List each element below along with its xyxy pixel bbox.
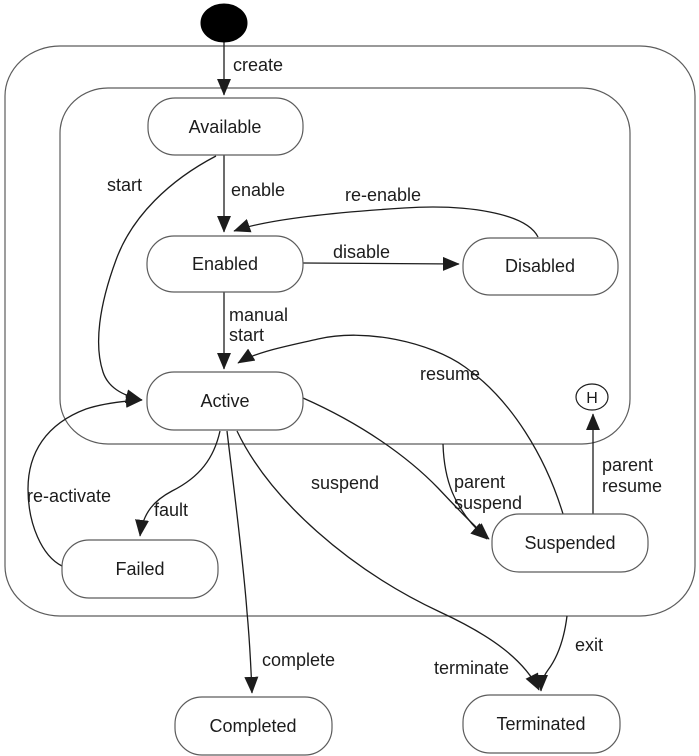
label-fault: fault: [154, 500, 188, 520]
inner-composite-state: [59, 87, 631, 445]
transition-exit-path: [534, 615, 568, 692]
label-start: start: [107, 175, 142, 195]
state-active-box: [146, 371, 304, 431]
outer-composite-state: [4, 45, 696, 617]
transition-fault-path: [135, 430, 221, 537]
label-re-enable: re-enable: [345, 185, 421, 205]
transitions: [27, 42, 600, 694]
state-terminated-box: [462, 694, 621, 754]
state-disabled: Disabled: [462, 237, 619, 296]
transition-disable-path: [302, 256, 460, 271]
label-parent-suspend-line2: suspend: [454, 493, 522, 513]
label-create: create: [233, 55, 283, 75]
transition-parent-suspend-path: [442, 443, 488, 540]
transition-re-enable-path: [233, 206, 539, 238]
label-suspend: suspend: [311, 473, 379, 493]
state-active-label: Active: [200, 391, 249, 411]
state-completed-box: [174, 696, 333, 756]
state-failed-label: Failed: [115, 559, 164, 579]
state-available-box: [147, 97, 304, 156]
state-suspended: Suspended: [491, 513, 649, 573]
initial-state: [200, 3, 248, 43]
label-exit: exit: [575, 635, 603, 655]
transition-suspend-path: [302, 397, 490, 540]
state-enabled-box: [146, 235, 304, 293]
label-parent-suspend-line1: parent: [454, 472, 505, 492]
state-enabled: Enabled: [146, 235, 304, 293]
state-suspended-label: Suspended: [524, 533, 615, 553]
label-parent-resume-line2: resume: [602, 476, 662, 496]
label-manual-start-line1: manual: [229, 305, 288, 325]
state-disabled-box: [462, 237, 619, 296]
state-terminated: Terminated: [462, 694, 621, 754]
state-completed-label: Completed: [209, 716, 296, 736]
state-failed: Failed: [61, 539, 219, 599]
transition-resume-path: [237, 334, 564, 515]
label-parent-resume-line1: parent: [602, 455, 653, 475]
state-active: Active: [146, 371, 304, 431]
label-enable: enable: [231, 180, 285, 200]
state-suspended-box: [491, 513, 649, 573]
label-complete: complete: [262, 650, 335, 670]
state-failed-box: [61, 539, 219, 599]
transition-start-path: [97, 155, 217, 404]
state-disabled-label: Disabled: [505, 256, 575, 276]
label-terminate: terminate: [434, 658, 509, 678]
history-circle: [575, 383, 609, 411]
label-disable: disable: [333, 242, 390, 262]
transition-re-activate-path: [27, 393, 143, 567]
transition-labels: create enable start re-enable disable ma…: [27, 55, 662, 678]
label-manual-start-line2: start: [229, 325, 264, 345]
state-terminated-label: Terminated: [496, 714, 585, 734]
state-completed: Completed: [174, 696, 333, 756]
state-enabled-label: Enabled: [192, 254, 258, 274]
label-resume: resume: [420, 364, 480, 384]
history-pseudostate: H: [575, 383, 609, 411]
state-available: Available: [147, 97, 304, 156]
history-label: H: [586, 390, 598, 407]
transition-terminate-path: [236, 430, 540, 691]
state-available-label: Available: [189, 117, 262, 137]
transition-complete-path: [226, 430, 259, 694]
label-re-activate: re-activate: [27, 486, 111, 506]
